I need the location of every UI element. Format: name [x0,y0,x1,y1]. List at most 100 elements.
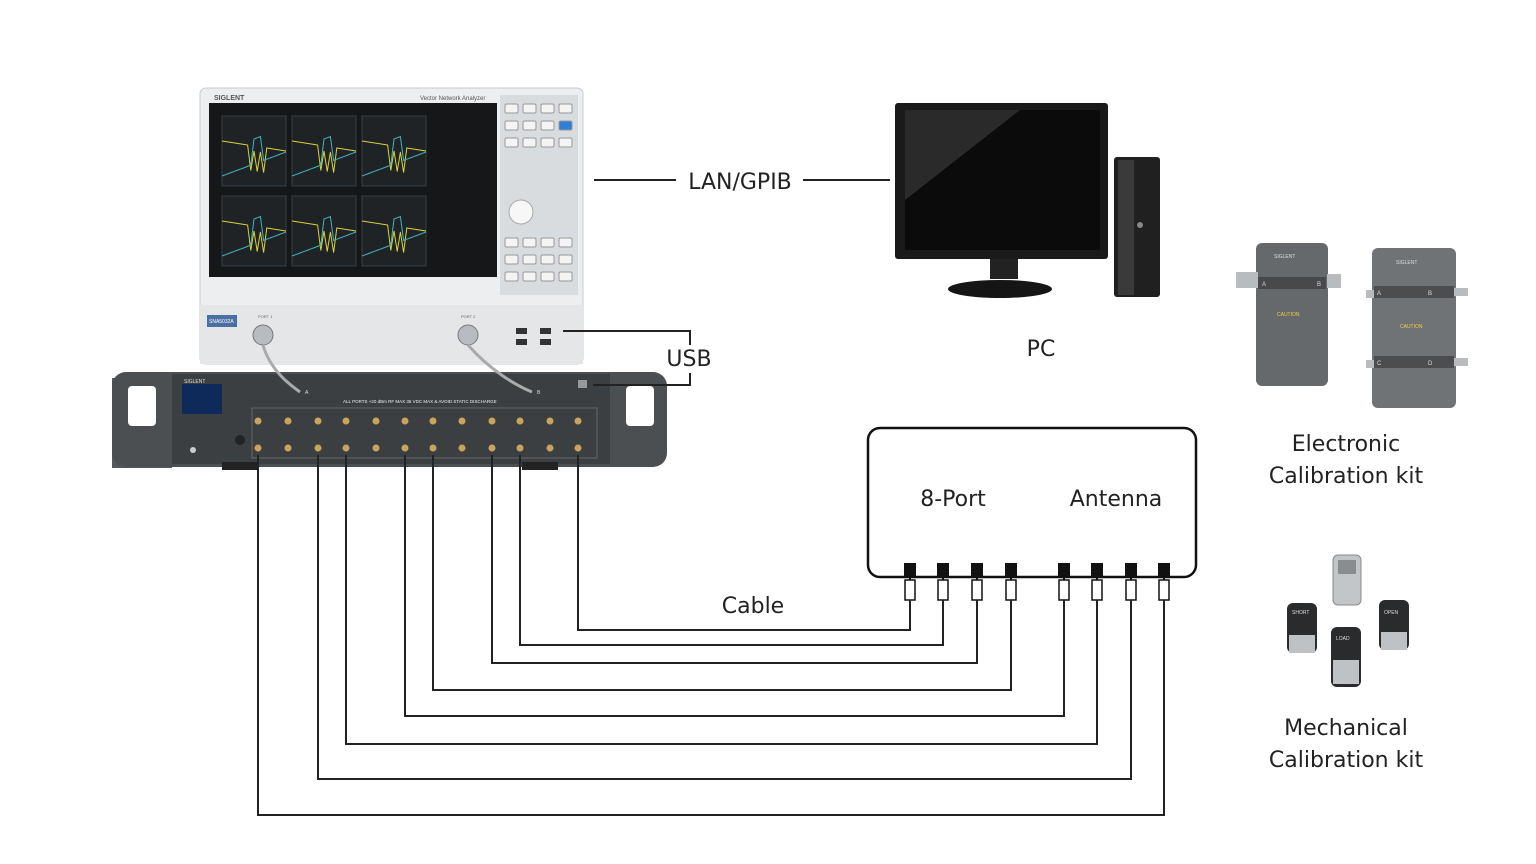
mcal-label-line2: Calibration kit [1269,748,1424,773]
cal-standard-thru [1332,554,1362,606]
trace-yellow [221,140,287,173]
cable-plug [904,579,916,601]
cal-standard-open: OPEN [1379,600,1409,650]
vna-plots [221,115,427,267]
rf-port [488,444,496,452]
trace-yellow [291,220,357,253]
ecal4-caution: CAUTION [1400,324,1423,330]
vna-key [540,137,555,148]
rf-port [314,444,322,452]
rf-port [401,444,409,452]
rf-port [284,417,292,425]
ecal2-port-a: A [1262,282,1266,288]
cable-4 [432,455,1012,691]
ecal2-port-b: B [1317,282,1321,288]
cable-plug [1005,579,1017,601]
vna-brand: SIGLENT [214,95,245,102]
ecal2-brand: SIGLENT [1274,254,1295,260]
cable-3 [491,455,978,664]
power-button-icon[interactable] [190,447,196,453]
mechanical-calibration-kit: SHORT OPEN LOAD Mechanical Calibration k… [1269,554,1424,773]
lan-gpib-label: LAN/GPIB [688,170,792,195]
rf-port [546,444,554,452]
jumper-cable-a [261,344,301,394]
vna-key [522,271,537,282]
dut-port [1125,563,1137,577]
cable-plug [971,579,983,601]
vna-key [504,254,519,265]
switch-rf-ports [254,417,582,452]
vna-port2-connector [457,324,479,346]
vna-port1-label: PORT 1 [258,314,273,319]
vna-key [558,254,573,265]
right-handle-gap [626,386,654,426]
trace-cyan [221,135,287,177]
vna-key [558,103,573,114]
pc-monitor-stand [948,280,1052,298]
vna-knob[interactable] [508,199,534,225]
jumper-cable-b [466,344,533,394]
vna-key [558,237,573,248]
dut-port [937,563,949,577]
switch-port-a-label: A [305,390,309,396]
vna-model-badge [207,315,237,327]
usb-link: USB [563,330,712,386]
cable-6 [345,455,1098,745]
vna-port2-label: PORT 2 [461,314,476,319]
trace-cyan [221,215,287,257]
switch-warning: ALL PORTS +20 dBm RF MAX 35 VDC MAX & AV… [343,399,497,404]
vna-key [504,237,519,248]
cable-7 [317,455,1132,780]
left-handle-gap [128,386,156,426]
load-label: LOAD [1336,636,1350,642]
rf-port [516,444,524,452]
rf-port [546,417,554,425]
pc-label: PC [1027,337,1056,362]
vna-key [504,120,519,131]
vna-key [558,271,573,282]
vna-key [522,137,537,148]
dut-port [904,563,916,577]
cable-plug [937,579,949,601]
rf-port [574,444,582,452]
ecal-label-line1: Electronic [1292,432,1400,457]
cable-5 [404,455,1065,717]
dut-8-port-label: 8-Port [920,487,986,512]
lan-gpib-link: LAN/GPIB [594,170,890,195]
rf-port [429,417,437,425]
rf-port [458,417,466,425]
vna-key [504,103,519,114]
rf-port [372,417,380,425]
mcal-label-line1: Mechanical [1284,716,1408,741]
rf-port [458,444,466,452]
cal-standard-short: SHORT [1287,603,1317,653]
vna-key [522,103,537,114]
cables [257,455,1165,816]
switch-module: SIGLENT ALL PORTS +20 dBm RF MAX 35 VDC … [112,372,667,470]
ecal4-port-b: B [1428,291,1432,297]
trace-yellow [291,140,357,173]
rf-port [574,417,582,425]
rf-port [254,417,262,425]
vna-title: Vector Network Analyzer [420,96,485,102]
vna-key [522,237,537,248]
ecal4-port-c: C [1377,361,1382,367]
rf-port [516,417,524,425]
dut-port [1091,563,1103,577]
dut-antenna-label: Antenna [1070,487,1163,512]
rf-port [401,417,409,425]
rf-port [372,444,380,452]
vna-key [540,254,555,265]
trace-cyan [291,135,357,177]
cable-plug [1091,579,1103,601]
pc-power-button-icon [1137,222,1143,228]
antenna-dut: 8-Port Antenna [866,426,1198,601]
vna-key [504,271,519,282]
rf-port [342,444,350,452]
open-label: OPEN [1384,610,1399,616]
rf-port [488,417,496,425]
vna-usb-ports [516,328,551,345]
dut-port [971,563,983,577]
vna-key [504,137,519,148]
